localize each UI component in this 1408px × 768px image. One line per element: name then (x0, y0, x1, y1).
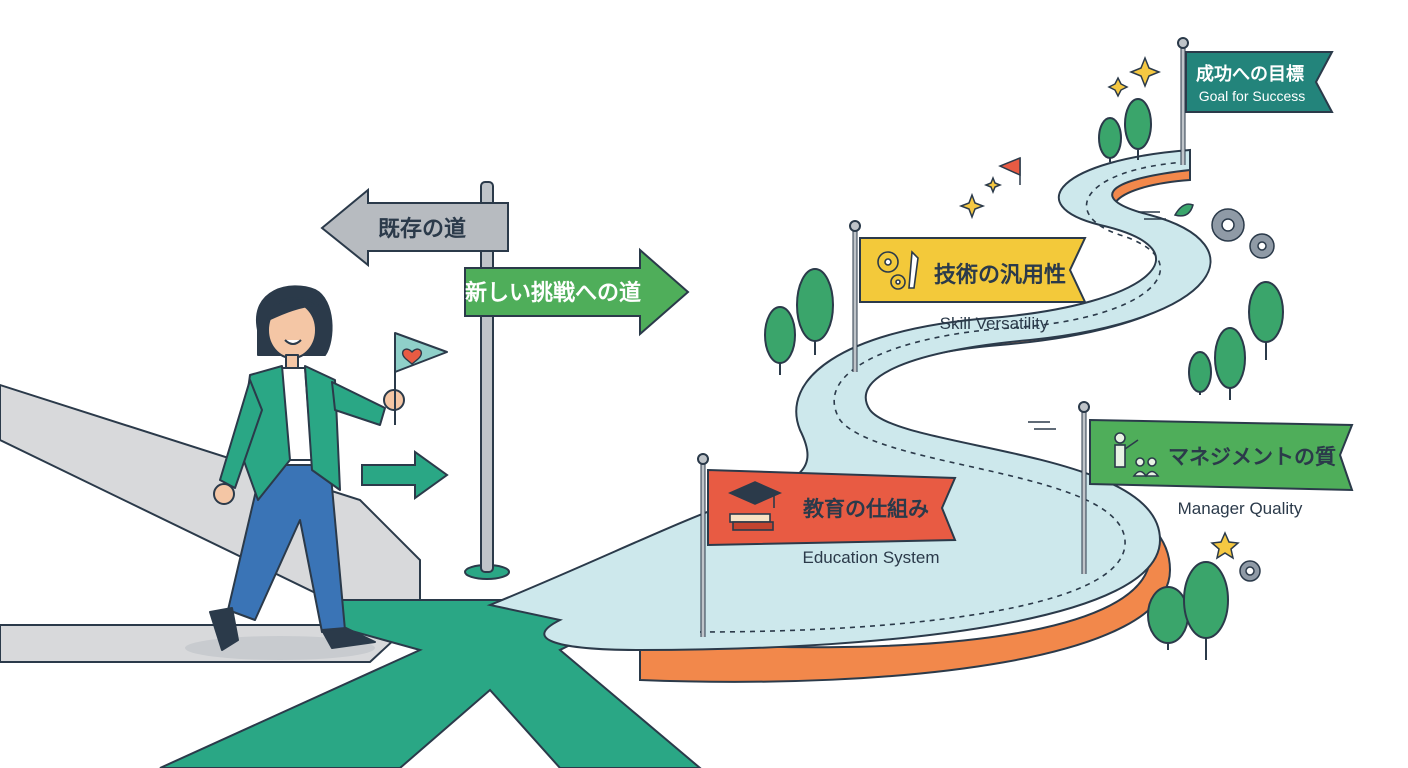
gear-icon (1249, 233, 1275, 259)
goal-subtitle: Goal for Success (1199, 88, 1306, 104)
trees (764, 98, 1284, 660)
gear-icon (1211, 208, 1245, 242)
manager-title: マネジメントの質 (1168, 445, 1336, 469)
woman-arm-right (331, 381, 386, 426)
tree (1147, 586, 1189, 650)
tree (796, 268, 834, 355)
tree (1098, 117, 1122, 162)
decorations (958, 55, 1275, 582)
woman-smile (284, 339, 302, 345)
goal-title: 成功への目標 (1196, 63, 1304, 85)
milestone-manager: マネジメントの質 Manager Quality (1078, 401, 1354, 574)
sparkle-icon (1107, 76, 1129, 98)
small-red-flag-icon (998, 156, 1021, 185)
signpost: 既存の道 新しい挑戦への道 (320, 181, 690, 580)
grey-road (0, 383, 421, 612)
woman-jacket-right (304, 365, 341, 491)
gear-icon (1239, 560, 1261, 582)
tree (764, 306, 796, 375)
goal-flag-knob (1177, 37, 1189, 49)
woman-arm-left (219, 379, 263, 489)
education-subtitle: Education System (802, 548, 939, 567)
road-surface (486, 148, 1212, 652)
skill-flag-banner (859, 237, 1087, 303)
heart-icon (402, 348, 422, 365)
existing-road-label: 既存の道 (378, 216, 466, 242)
direction-arrow-icon (361, 450, 449, 500)
milestone-skill: 技術の汎用性 Skill Versatility (849, 220, 1087, 372)
woman-bangs (267, 297, 319, 321)
gears-wrench-icon (877, 250, 919, 290)
milestone-education: 教育の仕組み Education System (697, 453, 957, 637)
goal-flag-banner (1185, 51, 1334, 113)
tree (1124, 98, 1152, 160)
woman-neck (285, 354, 299, 370)
woman-shoe-right (321, 627, 376, 649)
sparkle-icon (983, 175, 1003, 195)
tree (1214, 327, 1246, 400)
road-center-line (699, 161, 1186, 633)
sparkle-icon (1128, 55, 1162, 89)
motion-lines (1028, 211, 1166, 430)
education-title: 教育の仕組み (803, 497, 929, 521)
sparkle-icon (958, 192, 986, 220)
tree (1188, 351, 1212, 395)
winding-road (486, 148, 1212, 683)
leaf-icon (1173, 203, 1194, 217)
graduation-cap-books-icon (728, 481, 782, 531)
star-icon (1210, 531, 1240, 560)
manager-subtitle: Manager Quality (1178, 499, 1303, 518)
goal-flag: 成功への目標 Goal for Success (1177, 37, 1334, 165)
new-road-sign (464, 247, 690, 337)
manager-team-icon (1114, 432, 1160, 478)
woman-character (185, 285, 448, 660)
skill-subtitle: Skill Versatility (940, 314, 1049, 333)
new-road-label: 新しい挑戦への道 (465, 280, 641, 306)
tree (1248, 281, 1284, 360)
woman-hand-left (213, 483, 235, 505)
tree (1183, 561, 1229, 660)
woman-shoe-left (209, 607, 239, 651)
skill-title: 技術の汎用性 (934, 262, 1066, 288)
existing-road-sign (320, 187, 509, 268)
